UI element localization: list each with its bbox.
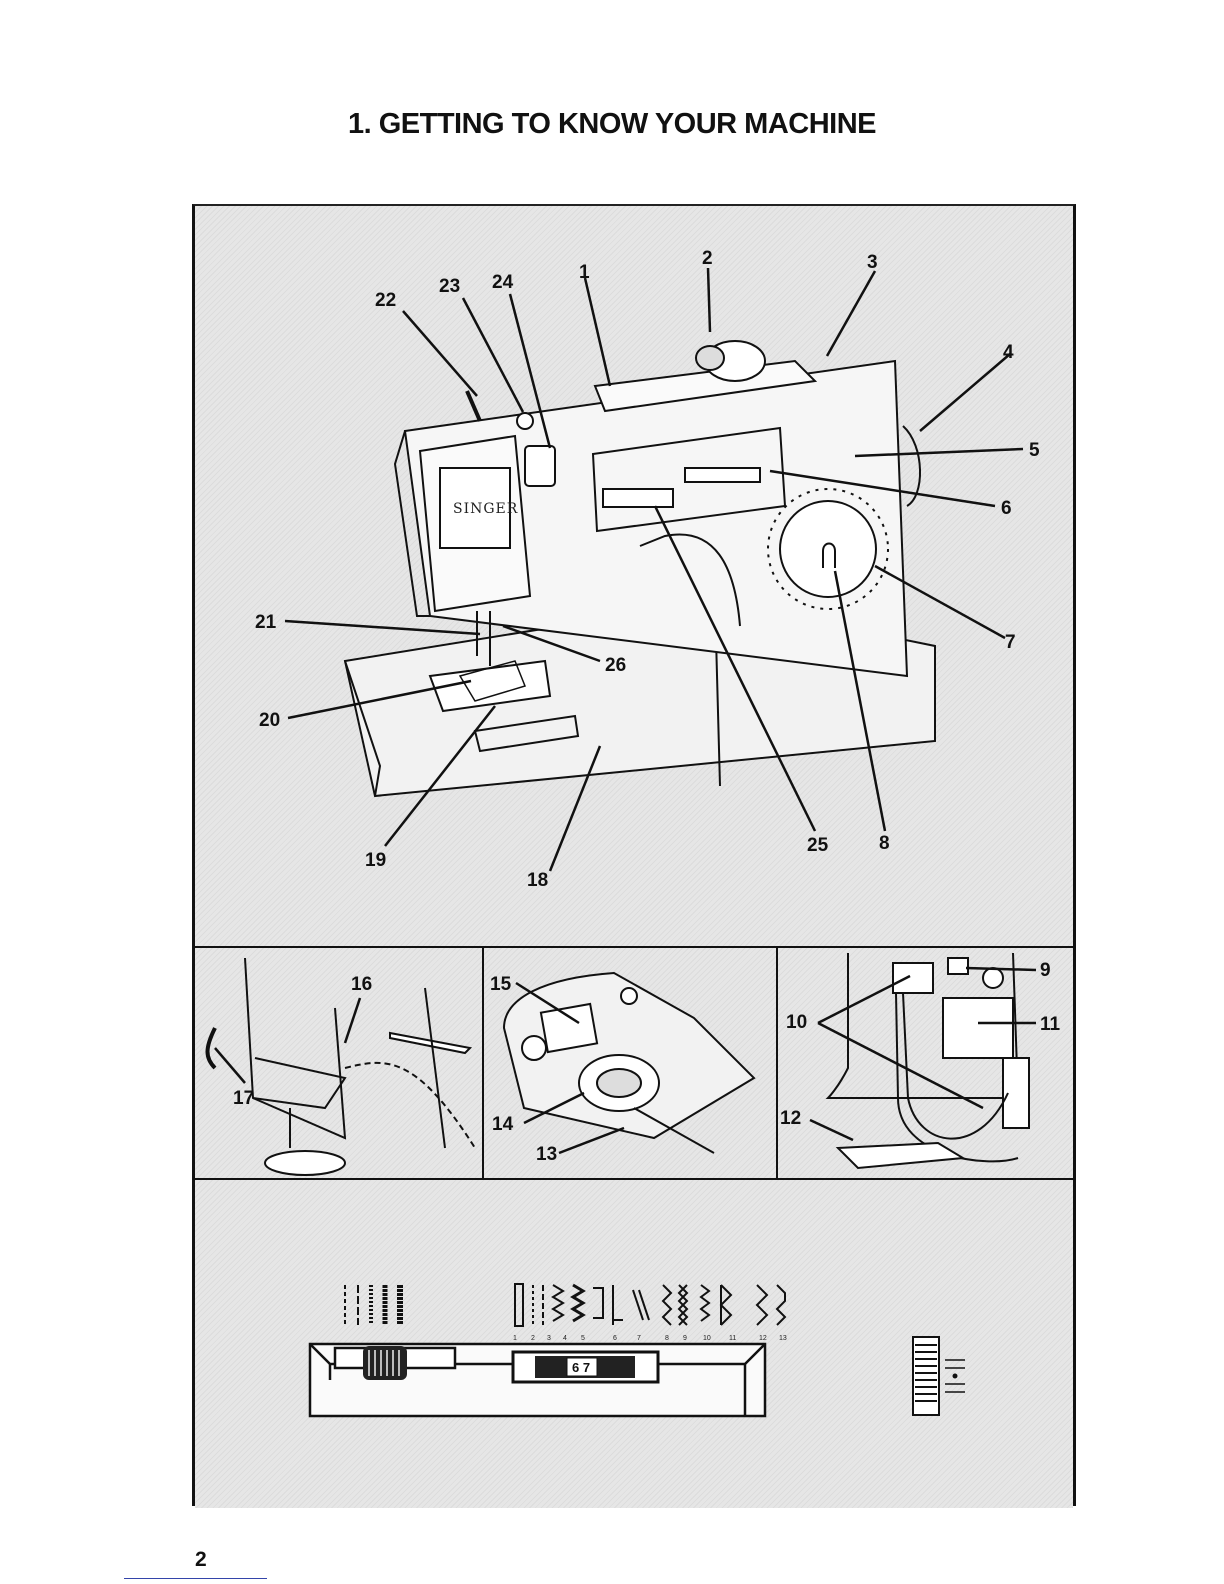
callout-6: 6 — [1001, 498, 1012, 519]
svg-text:12: 12 — [759, 1335, 767, 1342]
detail-power-cord-panel: 9 10 11 12 — [778, 948, 1073, 1180]
callout-23: 23 — [439, 276, 460, 297]
stitch-length-knob[interactable] — [363, 1346, 407, 1380]
svg-text:11: 11 — [729, 1335, 736, 1342]
stitch-width-wheel[interactable] — [913, 1337, 965, 1415]
detail-presser-foot-panel: 16 17 — [195, 948, 484, 1180]
svg-text:9: 9 — [683, 1335, 687, 1342]
callout-25: 25 — [807, 835, 829, 856]
svg-text:13: 13 — [779, 1335, 787, 1342]
callout-7: 7 — [1005, 632, 1016, 653]
callout-1: 1 — [579, 262, 590, 283]
callout-26: 26 — [605, 655, 626, 676]
svg-text:7: 7 — [637, 1335, 641, 1342]
svg-text:2: 2 — [531, 1335, 535, 1342]
svg-text:6: 6 — [613, 1335, 617, 1342]
machine-overview-panel: SINGER 1 2 — [195, 206, 1073, 948]
callout-5: 5 — [1029, 440, 1040, 461]
machine-brand-label: SINGER — [453, 501, 518, 517]
callout-22: 22 — [375, 290, 396, 311]
power-cord-detail: 9 10 11 12 — [778, 948, 1073, 1180]
svg-text:5: 5 — [581, 1335, 585, 1342]
svg-text:4: 4 — [563, 1335, 567, 1342]
presser-foot-detail: 16 17 — [195, 948, 484, 1180]
illustration-frame: SINGER 1 2 — [192, 204, 1076, 1506]
svg-text:8: 8 — [665, 1335, 669, 1342]
svg-text:1: 1 — [513, 1335, 517, 1342]
bobbin-area-detail: 15 14 13 — [484, 948, 778, 1180]
callout-21: 21 — [255, 612, 277, 633]
pattern-selector-window: 6 7 — [572, 1360, 590, 1375]
callout-17: 17 — [233, 1088, 254, 1109]
callout-4: 4 — [1003, 342, 1014, 363]
callout-16: 16 — [351, 974, 372, 995]
callout-10: 10 — [786, 1012, 807, 1033]
svg-text:3: 3 — [547, 1335, 551, 1342]
stitch-pattern-numbers: 1 2 3 4 5 6 7 8 9 10 11 12 13 — [513, 1335, 787, 1342]
page-number: 2 — [195, 1548, 207, 1572]
callout-12: 12 — [780, 1108, 801, 1129]
machine-illustration: SINGER 1 2 — [195, 206, 1073, 948]
detail-bobbin-area-panel: 15 14 13 — [484, 948, 778, 1180]
footnote-rule — [124, 1578, 267, 1579]
callout-11: 11 — [1040, 1014, 1061, 1035]
callout-3: 3 — [867, 252, 878, 273]
svg-text:10: 10 — [703, 1335, 711, 1342]
callout-14: 14 — [492, 1114, 514, 1135]
stitch-selector-panel: 1 2 3 4 5 6 7 8 9 10 11 12 13 — [195, 1180, 1073, 1508]
callout-19: 19 — [365, 850, 386, 871]
page-title: 1. GETTING TO KNOW YOUR MACHINE — [0, 108, 1224, 141]
callout-20: 20 — [259, 710, 280, 731]
callout-15: 15 — [490, 974, 512, 995]
callout-2: 2 — [702, 248, 713, 269]
stitch-selector-illustration: 1 2 3 4 5 6 7 8 9 10 11 12 13 — [195, 1180, 1073, 1508]
callout-18: 18 — [527, 870, 548, 891]
pattern-selector-wheel[interactable]: 6 7 — [535, 1356, 635, 1378]
callout-13: 13 — [536, 1144, 557, 1165]
stitch-pattern-symbols — [345, 1284, 785, 1326]
callout-24: 24 — [492, 272, 514, 293]
callout-8: 8 — [879, 833, 890, 854]
callout-9: 9 — [1040, 960, 1051, 981]
